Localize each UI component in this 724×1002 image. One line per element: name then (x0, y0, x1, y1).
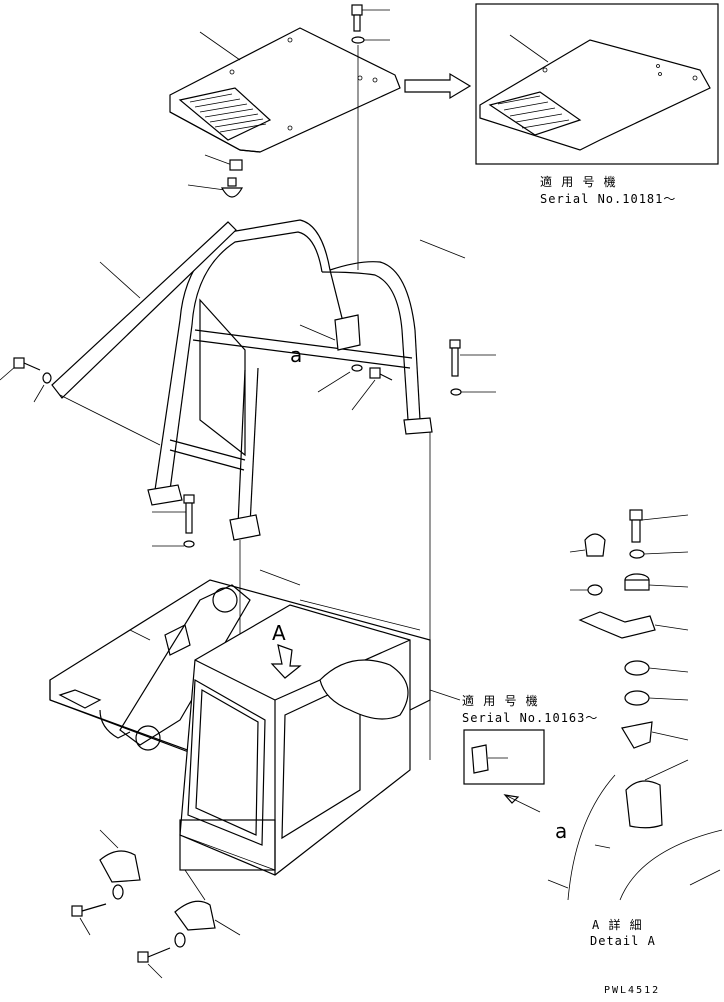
view-label-A: A (272, 621, 286, 645)
diagonal-brace (51, 221, 237, 446)
top-bolt (351, 4, 390, 270)
detail-line2: Detail A (590, 934, 656, 948)
cab-mount-bracket-right (137, 869, 241, 979)
inset-mid-line2: Serial No.10163～ (462, 711, 598, 725)
frame-bolt-left (152, 494, 195, 548)
rubber-cushion (187, 154, 244, 198)
cab-mount-bracket-left (71, 829, 141, 936)
rops-frame (147, 219, 433, 541)
view-label-a-lower: a (555, 819, 567, 843)
inset-arrow (404, 72, 472, 100)
inset-box-top (475, 3, 719, 165)
inset-mid-line1: 適 用 号 機 (462, 693, 539, 708)
frame-bolt-mid (317, 364, 393, 411)
detail-line1: A 詳 細 (592, 917, 643, 932)
brace-bolt (0, 357, 52, 403)
inset-box-mid (429, 689, 545, 813)
inset-top-line2: Serial No.10181～ (540, 192, 676, 206)
detail-a-parts (547, 509, 723, 901)
top-guard-plate (169, 27, 401, 153)
excavator-body (49, 569, 431, 781)
frame-bolt-right (419, 239, 496, 396)
drawing-code: PWL4512 (604, 985, 660, 996)
inset-top-line1: 適 用 号 機 (540, 174, 617, 189)
operator-cab (179, 604, 411, 876)
view-label-a-upper: a (290, 343, 302, 367)
